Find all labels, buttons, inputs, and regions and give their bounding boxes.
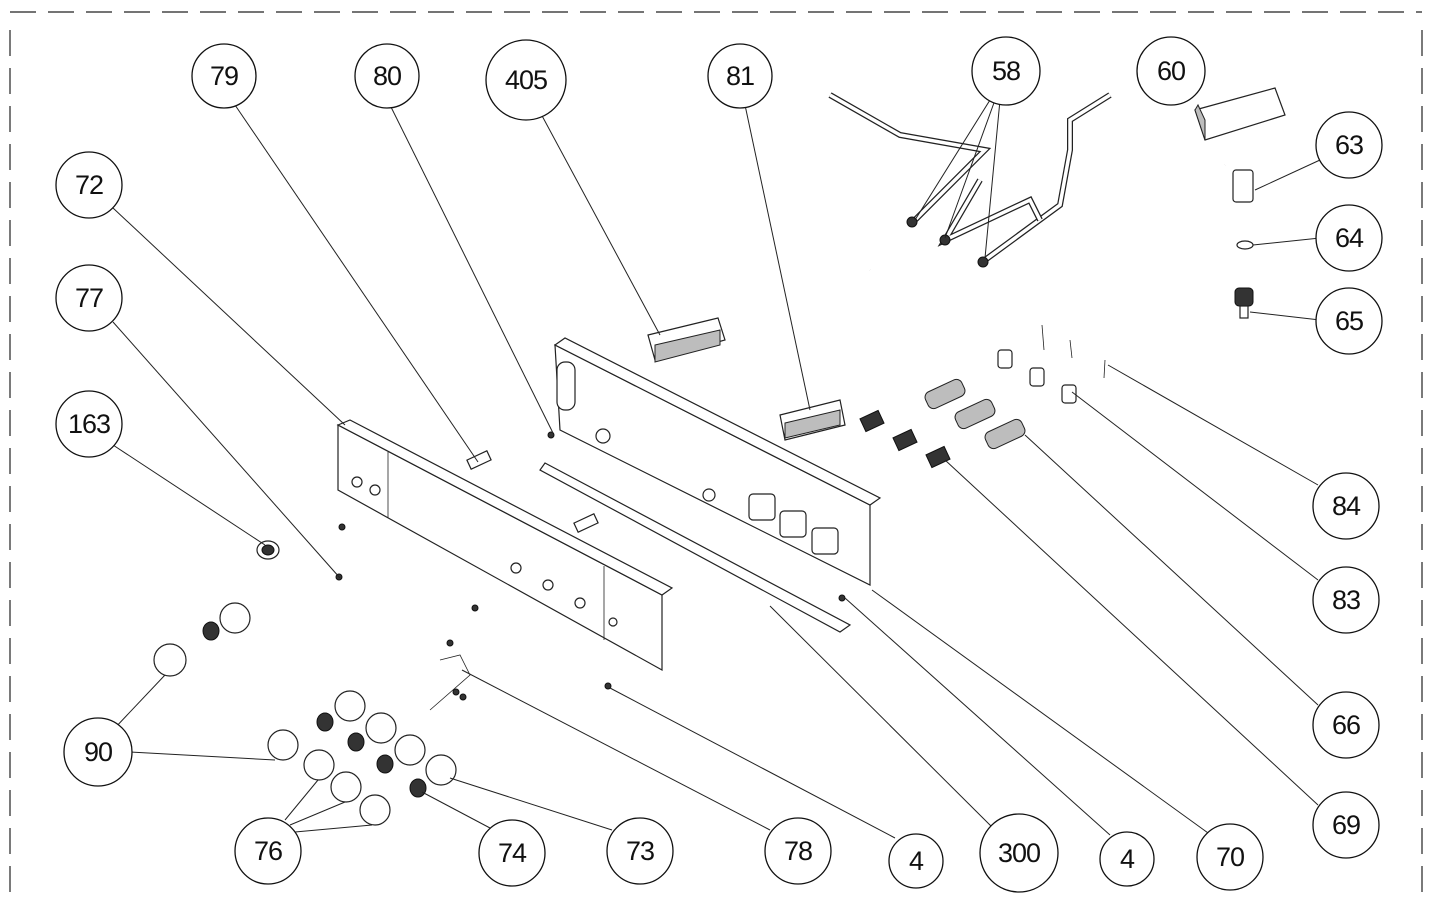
- callout-58: 58: [971, 36, 1041, 106]
- bezels-set: [219, 602, 457, 786]
- callout-label: 70: [1216, 842, 1244, 872]
- callout-63: 63: [1315, 111, 1383, 179]
- bottom-rail: [539, 462, 852, 633]
- callout-label: 84: [1332, 491, 1361, 521]
- gas-pipes: [828, 92, 1112, 268]
- callout-label: 77: [75, 283, 103, 313]
- callout-label: 83: [1332, 585, 1360, 615]
- callout-label: 76: [254, 836, 282, 866]
- callout-163: 163: [55, 390, 123, 458]
- callout-label: 405: [505, 65, 547, 95]
- callout-69: 69: [1312, 791, 1380, 859]
- callout-300: 300: [979, 813, 1059, 893]
- callout-65: 65: [1315, 287, 1383, 355]
- callout-405: 405: [485, 39, 567, 121]
- small-hardware: [335, 431, 846, 711]
- springs-set: [202, 621, 427, 798]
- callout-60: 60: [1136, 36, 1206, 106]
- callout-4-left: 4: [888, 833, 944, 889]
- callout-78: 78: [764, 817, 832, 885]
- gas-rail-pipe: [868, 162, 1254, 335]
- callout-74: 74: [478, 819, 546, 887]
- callout-label: 79: [210, 61, 238, 91]
- callout-label: 69: [1332, 810, 1360, 840]
- callout-label: 65: [1335, 306, 1363, 336]
- ignition-unit: [1194, 87, 1286, 141]
- callout-76: 76: [234, 817, 302, 885]
- push-button: [256, 540, 280, 560]
- callout-label: 4: [909, 846, 924, 876]
- gas-valves: [859, 378, 1026, 469]
- dashed-frame: [9, 11, 1423, 895]
- callout-83: 83: [1312, 566, 1380, 634]
- callout-label: 66: [1332, 710, 1360, 740]
- callout-64: 64: [1315, 204, 1383, 272]
- callout-label: 90: [84, 737, 112, 767]
- leader-lines: [112, 99, 1321, 839]
- callout-72: 72: [55, 151, 123, 219]
- callout-79: 79: [191, 43, 257, 109]
- control-bracket-rear: [553, 337, 882, 586]
- switch-block-405: [647, 317, 726, 363]
- callout-label: 74: [498, 838, 527, 868]
- switch-block-81: [779, 399, 846, 441]
- control-panel-front: [336, 419, 674, 672]
- callout-label: 300: [998, 838, 1040, 868]
- callout-label: 73: [626, 836, 654, 866]
- callout-label: 72: [75, 170, 103, 200]
- callout-70: 70: [1196, 823, 1264, 891]
- callout-label: 78: [784, 836, 812, 866]
- callout-label: 80: [373, 61, 401, 91]
- callout-66: 66: [1312, 691, 1380, 759]
- callout-80: 80: [354, 43, 420, 109]
- fittings: [1234, 240, 1254, 319]
- callout-84: 84: [1312, 472, 1380, 540]
- callout-label: 4: [1120, 844, 1135, 874]
- callout-label: 60: [1157, 56, 1185, 86]
- callout-81: 81: [707, 43, 773, 109]
- callout-77: 77: [55, 264, 123, 332]
- clips: [997, 324, 1106, 404]
- callout-label: 63: [1335, 130, 1363, 160]
- callout-90: 90: [63, 717, 133, 787]
- callout-label: 58: [992, 56, 1020, 86]
- knobs-set: [153, 643, 391, 826]
- callout-label: 64: [1335, 223, 1364, 253]
- callout-73: 73: [606, 817, 674, 885]
- callout-label: 81: [726, 61, 754, 91]
- callout-4-right: 4: [1099, 831, 1155, 887]
- callout-label: 163: [68, 409, 110, 439]
